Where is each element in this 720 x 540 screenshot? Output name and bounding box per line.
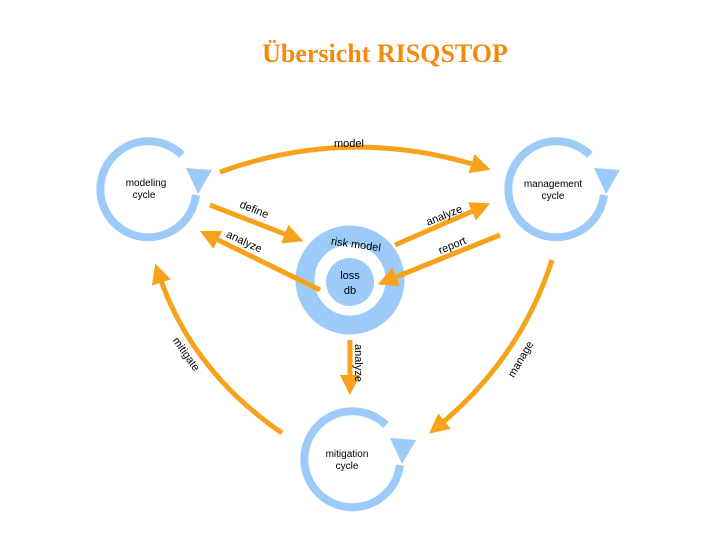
analyze-down-label: analyze — [352, 344, 364, 382]
node-label: modeling — [126, 178, 167, 189]
node-label: mitigation — [326, 449, 369, 460]
loss-db-label: db — [344, 285, 356, 297]
cycle-arrowhead-icon — [390, 438, 416, 464]
model-label: model — [334, 138, 364, 150]
model-arrow — [219, 144, 491, 175]
cycle-ring — [96, 137, 200, 242]
analyze-left-arrow — [199, 230, 322, 293]
mitigation-cycle-node: mitigation cycle — [300, 407, 416, 512]
report-arrow — [377, 232, 501, 287]
node-label: cycle — [336, 461, 359, 472]
management-cycle-node: management cycle — [504, 137, 620, 242]
node-label: management — [524, 179, 583, 190]
node-label: cycle — [542, 191, 565, 202]
page-title: Übersicht RISQSTOP — [262, 39, 508, 68]
risk-model-node: risk model loss db — [295, 225, 405, 335]
mitigate-arrow — [151, 263, 284, 436]
cycle-ring — [300, 407, 404, 512]
manage-arrow — [429, 259, 555, 434]
analyze-right-arrow — [393, 202, 491, 248]
loss-db-label: loss — [340, 270, 360, 282]
node-label: cycle — [133, 190, 156, 201]
cycle-arrowhead-icon — [186, 168, 212, 194]
loss-db-disc — [326, 258, 374, 306]
cycle-arrowhead-icon — [594, 168, 620, 194]
modeling-cycle-node: modeling cycle — [96, 137, 212, 242]
define-arrow — [209, 202, 304, 244]
cycle-ring — [504, 137, 608, 242]
